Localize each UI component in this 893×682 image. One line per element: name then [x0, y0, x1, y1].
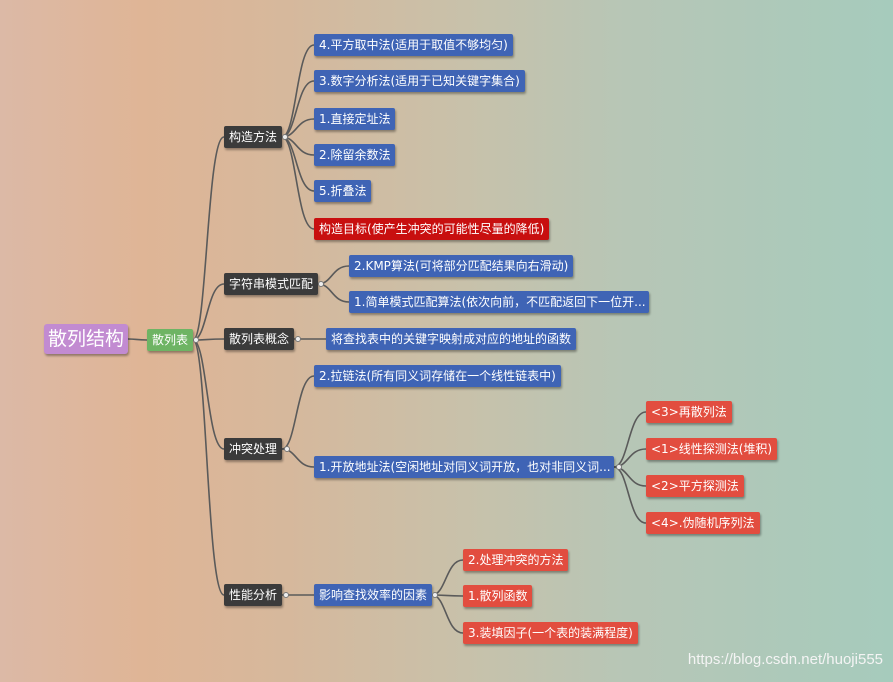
link-root-hub [127, 338, 148, 341]
construct-collapse-toggle[interactable] [282, 134, 288, 140]
link-conflict-item-chaining [281, 375, 315, 450]
category-pattern-matching[interactable]: 字符串模式匹配 [224, 273, 319, 295]
construct-item-3[interactable]: 1.直接定址法 [314, 108, 396, 130]
concept-collapse-toggle[interactable] [295, 336, 301, 342]
performance-item-factors[interactable]: 影响查找效率的因素 [314, 584, 433, 606]
pattern-item-kmp[interactable]: 2.KMP算法(可将部分匹配结果向右滑动) [349, 255, 574, 277]
open-addressing-collapse-toggle[interactable] [616, 464, 622, 470]
conflict-item-chaining[interactable]: 2.拉链法(所有同义词存储在一个线性链表中) [314, 365, 561, 387]
link-factor-load-factor [431, 594, 464, 634]
root-node[interactable]: 散列结构 [44, 324, 129, 354]
link-construct-item-1 [281, 44, 315, 138]
open-addressing-pseudorandom[interactable]: <4>.伪随机序列法 [646, 512, 760, 534]
category-conflict[interactable]: 冲突处理 [224, 438, 283, 460]
construct-item-2[interactable]: 3.数字分析法(适用于已知关键字集合) [314, 70, 525, 92]
link-open-addressing-pseudorandom [613, 466, 647, 524]
construct-item-4[interactable]: 2.除留余数法 [314, 144, 396, 166]
link-hub-category-conflict [192, 339, 225, 450]
watermark: https://blog.csdn.net/huoji555 [687, 651, 883, 668]
open-addressing-linear[interactable]: <1>线性探测法(堆积) [646, 438, 778, 460]
conflict-item-open-addressing[interactable]: 1.开放地址法(空闲地址对同义词开放，也对非同义词... [314, 456, 614, 478]
link-construct-item-5 [281, 136, 315, 192]
link-open-addressing-rehash [613, 411, 647, 468]
hub-node[interactable]: 散列表 [147, 329, 194, 351]
link-construct-goal [281, 136, 315, 230]
open-addressing-quadratic[interactable]: <2>平方探测法 [646, 475, 744, 497]
factor-hash-function[interactable]: 1.散列函数 [463, 585, 533, 607]
concept-item[interactable]: 将查找表中的关键字映射成对应的地址的函数 [326, 328, 577, 350]
category-construct[interactable]: 构造方法 [224, 126, 283, 148]
link-factor-conflict-method [431, 559, 464, 596]
construct-goal[interactable]: 构造目标(使产生冲突的可能性尽量的降低) [314, 218, 550, 240]
factor-conflict-method[interactable]: 2.处理冲突的方法 [463, 549, 569, 571]
construct-item-1[interactable]: 4.平方取中法(适用于取值不够均匀) [314, 34, 513, 56]
factor-load-factor[interactable]: 3.装填因子(一个表的装满程度) [463, 622, 638, 644]
link-pattern-item-simple [317, 283, 350, 303]
performance-collapse-toggle[interactable] [283, 592, 289, 598]
link-hub-category-performance [192, 339, 225, 596]
conflict-collapse-toggle[interactable] [284, 446, 290, 452]
category-concept[interactable]: 散列表概念 [224, 328, 295, 350]
hub-collapse-toggle[interactable] [193, 337, 199, 343]
open-addressing-rehash[interactable]: <3>再散列法 [646, 401, 732, 423]
factors-collapse-toggle[interactable] [432, 592, 438, 598]
category-performance[interactable]: 性能分析 [224, 584, 283, 606]
pattern-item-simple[interactable]: 1.简单模式匹配算法(依次向前，不匹配返回下一位开... [349, 291, 649, 313]
link-hub-category-construct [192, 136, 225, 341]
pattern-collapse-toggle[interactable] [318, 281, 324, 287]
construct-item-5[interactable]: 5.折叠法 [314, 180, 372, 202]
link-construct-item-2 [281, 80, 315, 138]
